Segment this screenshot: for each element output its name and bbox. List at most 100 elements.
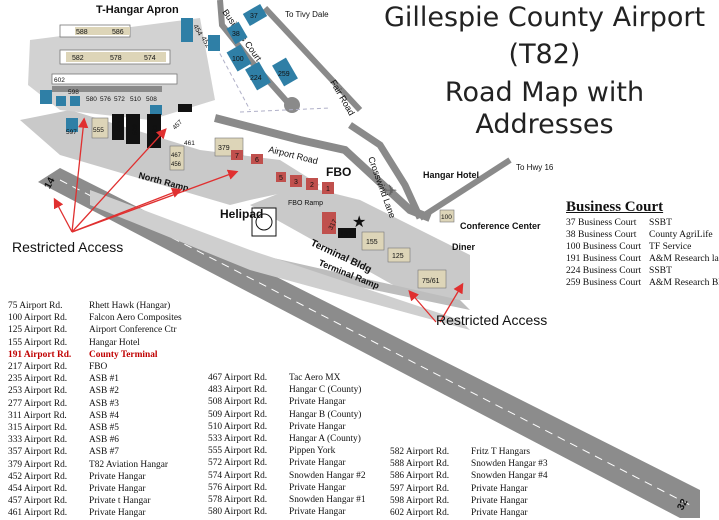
address-cell: 155 Airport Rd. [8, 337, 68, 348]
restricted-access-label-right: Restricted Access [436, 312, 547, 328]
star-icon: ★ [352, 214, 366, 231]
address-row: 235 Airport Rd.ASB #1 [8, 373, 182, 385]
svg-text:602: 602 [54, 77, 65, 84]
address-row: 578 Airport Rd.Snowden Hangar #1 [208, 494, 366, 506]
address-cell: 555 Airport Rd. [208, 446, 268, 457]
tenant-cell: Private Hangar [89, 484, 146, 495]
address-row: 191 Airport Rd.County Terminal [8, 349, 182, 361]
address-cell: 467 Airport Rd. [208, 373, 268, 383]
address-cell: 454 Airport Rd. [8, 484, 68, 495]
address-cell: 602 Airport Rd. [390, 508, 450, 519]
svg-text:510: 510 [130, 96, 141, 103]
address-cell: 509 Airport Rd. [208, 409, 268, 420]
airplane-icon: ✈ [384, 183, 397, 200]
svg-text:483: 483 [152, 125, 159, 136]
tenant-cell: Tac Aero MX [289, 373, 341, 383]
tenant-cell: A&M Research land [649, 252, 719, 264]
tenant-cell: Private Hangar [471, 508, 528, 519]
address-cell: 333 Airport Rd. [8, 435, 68, 446]
to-tivy-dale-label: To Tivy Dale [285, 10, 329, 19]
tenant-cell: Snowden Hangar #1 [289, 495, 366, 506]
tenant-cell: ASB #7 [89, 447, 119, 458]
address-row: 588 Airport Rd.Snowden Hangar #3 [390, 458, 548, 470]
address-row: 311 Airport Rd.ASB #4 [8, 410, 182, 422]
tenant-cell: ASB #4 [89, 410, 119, 421]
address-row: 315 Airport Rd.ASB #5 [8, 422, 182, 434]
tenant-cell: Hangar Hotel [89, 337, 140, 348]
south-ramp [90, 190, 470, 330]
address-cell: 191 Business Court [566, 252, 642, 264]
svg-text:555: 555 [93, 127, 104, 134]
airport-road-hangars: 379 7 6 5 3 2 1 [214, 137, 334, 194]
crosswind-lane [348, 122, 424, 220]
tenant-cell: FBO [89, 362, 108, 373]
svg-text:533: 533 [117, 121, 124, 132]
address-cell: 510 Airport Rd. [208, 421, 268, 432]
svg-text:37: 37 [250, 13, 258, 20]
svg-text:7: 7 [235, 153, 239, 160]
to-hwy-16-label: To Hwy 16 [516, 163, 554, 172]
map-title-line-1: Gillespie County Airport [383, 2, 706, 33]
svg-text:1: 1 [326, 186, 330, 193]
address-row: 155 Airport Rd. Hangar Hotel [8, 337, 182, 349]
fair-road [262, 5, 363, 113]
svg-text:3: 3 [294, 179, 298, 186]
tenant-cell: County Terminal [89, 349, 158, 360]
address-row: 509 Airport Rd.Hangar B (County) [208, 409, 366, 421]
address-cell: 457 Airport Rd. [8, 496, 68, 507]
tenant-cell: TF Service [649, 240, 692, 252]
address-cell: 582 Airport Rd. [390, 447, 450, 457]
address-cell: 597 Airport Rd. [390, 483, 450, 494]
address-cell: 533 Airport Rd. [208, 434, 268, 445]
tenant-cell: Airport Conference Ctr [89, 325, 177, 336]
svg-text:598: 598 [68, 89, 79, 96]
svg-text:576: 576 [100, 96, 111, 103]
svg-text:100: 100 [441, 214, 452, 221]
fbo-ramp-label: FBO Ramp [288, 200, 323, 207]
business-court-row: 259 Business Court A&M Research Bldg [566, 277, 719, 289]
tenant-cell: T82 Aviation Hangar [89, 459, 168, 470]
address-row: 125 Airport Rd.Airport Conference Ctr [8, 324, 182, 336]
address-cell: 508 Airport Rd. [208, 397, 268, 408]
business-court-cul-de-sac [284, 97, 300, 113]
svg-text:578: 578 [110, 55, 122, 62]
svg-text:125: 125 [392, 253, 404, 260]
map-title-line-3: Road Map with Addresses [444, 77, 645, 140]
helipad-label: Helipad [220, 207, 263, 221]
address-cell: 586 Airport Rd. [390, 471, 450, 482]
terminal-ramp [250, 185, 470, 300]
address-row: 483 Airport Rd.Hangar C (County) [208, 384, 366, 396]
address-row: 582 Airport Rd.Fritz T Hangars [390, 446, 548, 458]
svg-text:191: 191 [340, 231, 352, 238]
tenant-cell: SSBT [649, 264, 672, 276]
address-row: 574 Airport Rd.Snowden Hangar #2 [208, 470, 366, 482]
address-cell: 598 Airport Rd. [390, 495, 450, 506]
tenant-cell: Private Hangar [471, 483, 528, 494]
tenant-cell: ASB #6 [89, 435, 119, 446]
address-cell: 75 Airport Rd. [8, 301, 63, 311]
svg-text:6: 6 [255, 157, 259, 164]
address-cell: 483 Airport Rd. [208, 385, 268, 396]
map-title-line-2: (T82) [508, 39, 581, 70]
svg-text:155: 155 [366, 239, 378, 246]
svg-text:224: 224 [250, 75, 262, 82]
address-row: 598 Airport Rd.Private Hangar [390, 495, 548, 507]
tenant-cell: ASB #1 [89, 374, 119, 385]
conference-center-label: Conference Center [460, 221, 541, 231]
svg-text:38: 38 [232, 31, 240, 38]
address-row: 253 Airport Rd.ASB #2 [8, 385, 182, 397]
tenant-cell: Private Hangar [289, 421, 346, 432]
address-cell: 259 Business Court [566, 276, 642, 288]
address-cell: 572 Airport Rd. [208, 458, 268, 469]
tenant-cell: Falcon Aero Composites [89, 313, 182, 324]
tenant-cell: A&M Research Bldg [649, 276, 719, 288]
restricted-access-arrows [53, 117, 464, 323]
tenant-cell: Private Hangar [289, 458, 346, 469]
